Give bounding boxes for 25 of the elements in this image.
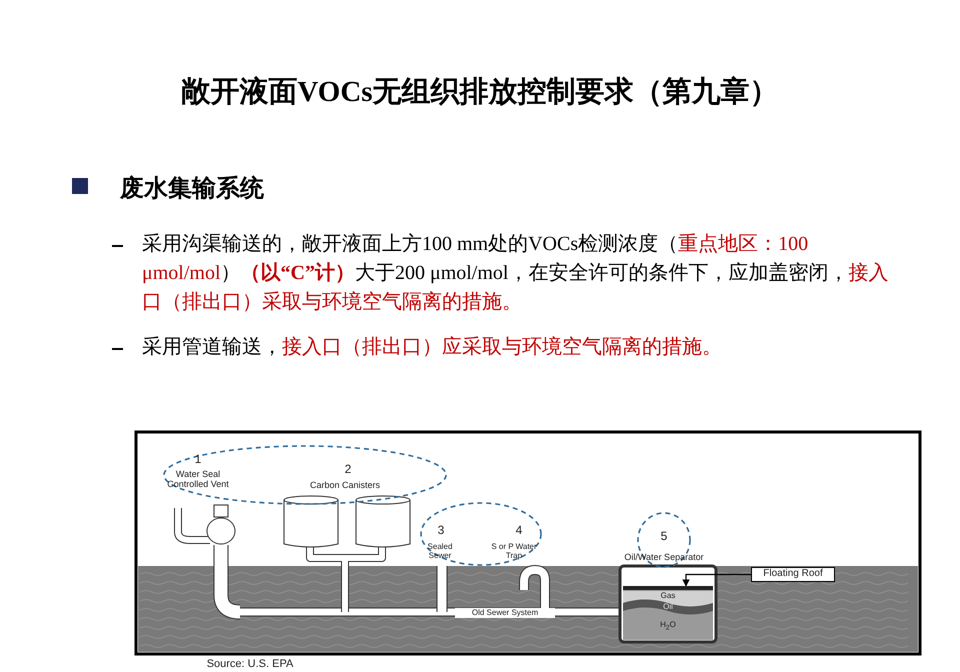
layer-label: Gas [660, 591, 676, 601]
label-box [752, 568, 834, 581]
dashed-ellipse [163, 445, 447, 505]
floating-roof [623, 586, 713, 590]
pipe-label: Old Sewer System [455, 608, 555, 618]
part-label: Floating Roof [762, 568, 824, 579]
layer-label: Oil [662, 602, 674, 612]
part-label: Sealed Sewer [426, 542, 454, 560]
leader-line [682, 574, 752, 587]
bullet-text: 采用沟渠输送的，敞开液面上方100 mm处的VOCs检测浓度（重点地区：100 μmol/mol）（以“C”计）大于200 μmol/mol，在安全许可的条件下，应加盖密闭，接入口（排出口）采取与环境空气隔离的措施。 [142, 232, 890, 315]
callout-number: 4 [514, 524, 524, 537]
section-heading: 废水集输系统 [120, 174, 264, 204]
callout-number: 1 [194, 453, 202, 466]
part-label: Carbon Canisters [308, 480, 382, 490]
part-label: S or P Water Trap [490, 542, 538, 560]
part-label: Oil/Water Separator [623, 552, 705, 562]
layer-label: H$_{2}$O [659, 620, 677, 634]
callout-number: 3 [436, 524, 446, 537]
bullet-text: 采用管道输送，接入口（排出口）应采取与环境空气隔离的措施。 [142, 335, 723, 360]
callout-number: 2 [344, 463, 352, 476]
source-note: Source: U.S. EPA [206, 658, 294, 671]
callout-number: 5 [660, 530, 668, 543]
part-label: Water Seal Controlled Vent [166, 469, 230, 489]
slide-title: 敞开液面VOCs无组织排放控制要求（第九章） [180, 74, 780, 110]
dashed-ellipse [420, 502, 542, 566]
